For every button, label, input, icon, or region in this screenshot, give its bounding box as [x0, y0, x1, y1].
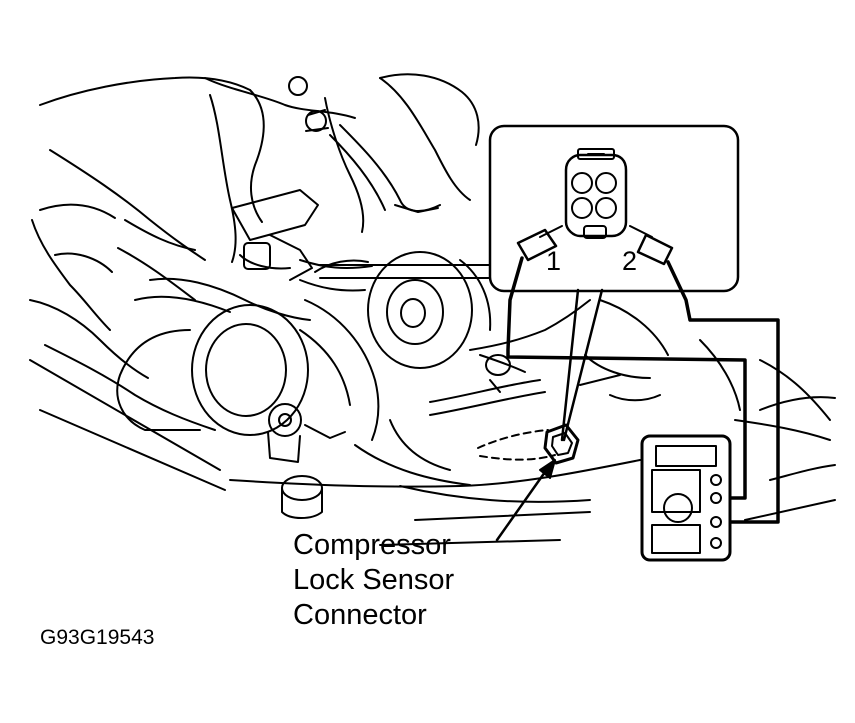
callout-line-2: Lock Sensor — [293, 564, 455, 596]
engine-bay-artwork — [29, 73, 836, 546]
callout-pointers — [495, 288, 604, 542]
multimeter — [640, 434, 732, 562]
callout-line-1: Compressor — [293, 529, 451, 561]
pin-2-label: 2 — [622, 246, 638, 276]
callout-line-3: Connector — [293, 599, 427, 631]
figure-id: G93G19543 — [40, 626, 155, 649]
callout-label: Compressor Lock Sensor Connector — [293, 528, 454, 633]
callout-arrow-head — [539, 459, 556, 479]
lock-sensor-connector — [543, 423, 580, 465]
pin-1-label: 1 — [546, 246, 562, 276]
connector-inset-box — [488, 124, 740, 293]
test-leads — [506, 256, 780, 524]
